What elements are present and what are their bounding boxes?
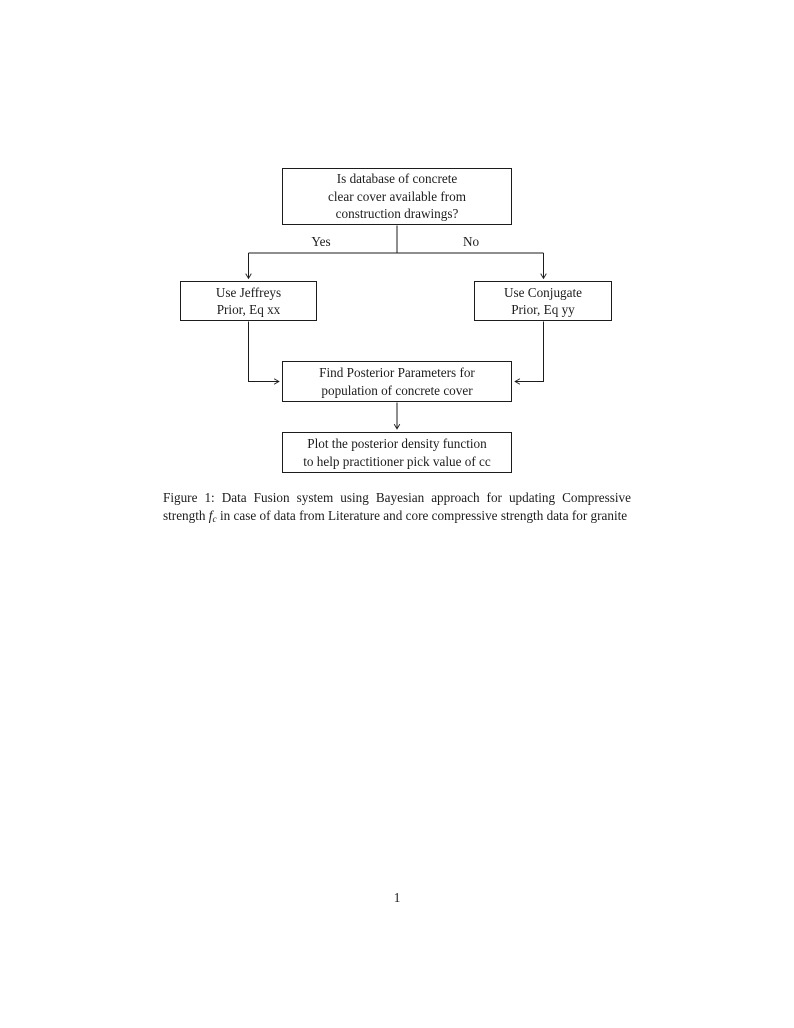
conjugate-prior-line: Prior, Eq yy xyxy=(511,302,575,317)
jeffreys-prior-box: Use Jeffreys Prior, Eq xx xyxy=(180,281,317,321)
yes-branch-label: Yes xyxy=(311,234,331,249)
connector-jeffreys-to-posterior xyxy=(248,321,280,385)
posterior-parameters-box: Find Posterior Parameters for population… xyxy=(282,361,512,402)
page-number: 1 xyxy=(393,890,401,905)
no-branch-label: No xyxy=(462,234,480,249)
figure-caption-suffix: in case of data from Literature and core… xyxy=(216,507,628,523)
figure-caption: Figure 1: Data Fusion system using Bayes… xyxy=(163,489,631,524)
conjugate-prior-line: Use Conjugate xyxy=(503,284,582,300)
figure-caption-prefix: Figure 1: Data Fusion system using Bayes… xyxy=(163,490,631,523)
fc-math-symbol: f xyxy=(208,507,213,523)
jeffreys-prior-line: Use Jeffreys xyxy=(215,284,282,300)
plot-density-line: to help practitioner pick value of cc xyxy=(303,453,491,469)
question-box-line: Is database of concrete xyxy=(336,171,458,187)
jeffreys-prior-line: Prior, Eq xx xyxy=(216,302,281,317)
question-box-line: clear cover available from xyxy=(327,188,467,204)
plot-density-box: Plot the posterior density function to h… xyxy=(282,432,512,473)
question-box: Is database of concrete clear cover avai… xyxy=(282,168,512,225)
plot-density-line: Plot the posterior density function xyxy=(307,436,487,451)
question-box-line: construction drawings? xyxy=(335,206,459,222)
posterior-parameters-line: population of concrete cover xyxy=(321,382,473,398)
conjugate-prior-box: Use Conjugate Prior, Eq yy xyxy=(474,281,612,321)
connector-conjugate-to-posterior xyxy=(514,321,544,385)
fc-math-subscript: c xyxy=(212,514,217,525)
posterior-parameters-line: Find Posterior Parameters for xyxy=(319,365,475,380)
